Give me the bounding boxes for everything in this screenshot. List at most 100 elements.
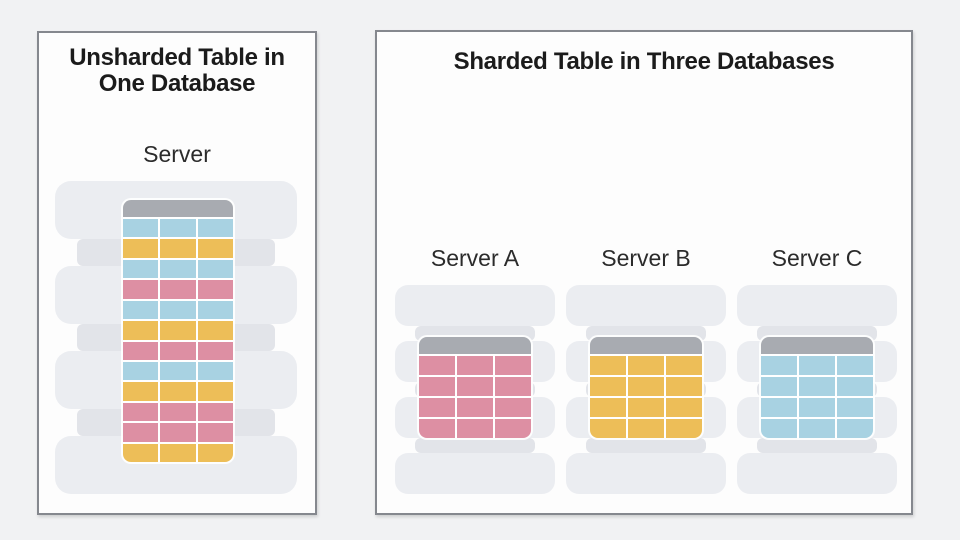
table-cell: [123, 239, 159, 258]
table-row: [590, 419, 702, 438]
table-row: [123, 382, 233, 401]
table-cell: [799, 419, 835, 438]
servers-row: Server A Server B Server C: [393, 244, 899, 494]
server-group-c: Server C: [737, 244, 897, 494]
table-row: [761, 356, 873, 375]
server-label: Server A: [430, 245, 520, 271]
table-cell: [160, 280, 196, 299]
table-cell: [197, 280, 233, 299]
table-row: [761, 419, 873, 438]
table-cell: [123, 382, 159, 401]
table-cell: [197, 321, 233, 340]
shard-table: [419, 337, 531, 438]
table-cell: [123, 300, 159, 320]
table-cell: [799, 356, 835, 375]
table-cell: [123, 321, 159, 340]
server-stack-segment: [737, 453, 897, 494]
table-cell: [160, 300, 196, 320]
table-row: [590, 356, 702, 375]
table-row: [123, 259, 233, 279]
table-header: [590, 337, 702, 354]
table-cell: [495, 419, 531, 438]
table-row: [419, 419, 531, 438]
table-cell: [837, 356, 873, 375]
table-cell: [123, 402, 159, 422]
server-label: Server C: [771, 245, 863, 271]
table-cell: [123, 361, 159, 381]
title-line-1: Unsharded Table in: [69, 44, 285, 71]
table-cell: [837, 398, 873, 417]
table-row: [590, 398, 702, 417]
server-label: Server B: [601, 245, 691, 271]
table-cell: [457, 398, 493, 417]
server-stack-segment: [566, 285, 726, 326]
server-group-a: Server A: [395, 244, 555, 494]
table-cell: [160, 402, 196, 422]
sharded-panel-title: Sharded Table in Three Databases: [453, 48, 835, 75]
table-cell: [197, 239, 233, 258]
table-cell: [160, 423, 196, 442]
table-cell: [761, 377, 797, 396]
shard-table: [590, 337, 702, 438]
server-stack-collar: [415, 438, 535, 453]
table-cell: [123, 423, 159, 442]
table-cell: [197, 219, 233, 238]
table-cell: [197, 423, 233, 442]
table-row: [123, 361, 233, 381]
table-header: [419, 337, 531, 354]
table-row: [761, 377, 873, 396]
table-cell: [457, 356, 493, 375]
table-cell: [761, 356, 797, 375]
table-cell: [666, 377, 702, 396]
table-cell: [628, 356, 664, 375]
table-row: [123, 280, 233, 299]
table-cell: [761, 419, 797, 438]
table-cell: [123, 443, 159, 462]
shard-table: [761, 337, 873, 438]
table-row: [123, 219, 233, 238]
table-cell: [666, 356, 702, 375]
table-cell: [160, 321, 196, 340]
table-cell: [197, 382, 233, 401]
table-cell: [160, 239, 196, 258]
table-cell: [590, 398, 626, 417]
table-cell: [628, 377, 664, 396]
table-cell: [160, 341, 196, 360]
table-cell: [160, 382, 196, 401]
table-cell: [837, 419, 873, 438]
table-cell: [590, 419, 626, 438]
table-cell: [799, 377, 835, 396]
unsharded-table: [123, 200, 233, 462]
server-stack-segment: [395, 453, 555, 494]
table-header: [761, 337, 873, 354]
table-cell: [419, 356, 455, 375]
table-cell: [123, 341, 159, 360]
table-cell: [666, 398, 702, 417]
table-cell: [837, 377, 873, 396]
table-row: [123, 321, 233, 340]
table-cell: [197, 300, 233, 320]
table-row: [123, 341, 233, 360]
table-row: [123, 239, 233, 258]
table-cell: [160, 219, 196, 238]
table-cell: [123, 280, 159, 299]
table-row: [123, 443, 233, 462]
table-cell: [495, 398, 531, 417]
server-group-b: Server B: [566, 244, 726, 494]
table-cell: [590, 356, 626, 375]
server-stack-segment: [566, 453, 726, 494]
table-cell: [799, 398, 835, 417]
table-cell: [666, 419, 702, 438]
table-row: [590, 377, 702, 396]
table-row: [123, 423, 233, 442]
table-row: [123, 300, 233, 320]
table-cell: [197, 341, 233, 360]
table-cell: [628, 398, 664, 417]
table-cell: [160, 361, 196, 381]
table-cell: [590, 377, 626, 396]
table-row: [419, 377, 531, 396]
table-cell: [495, 377, 531, 396]
